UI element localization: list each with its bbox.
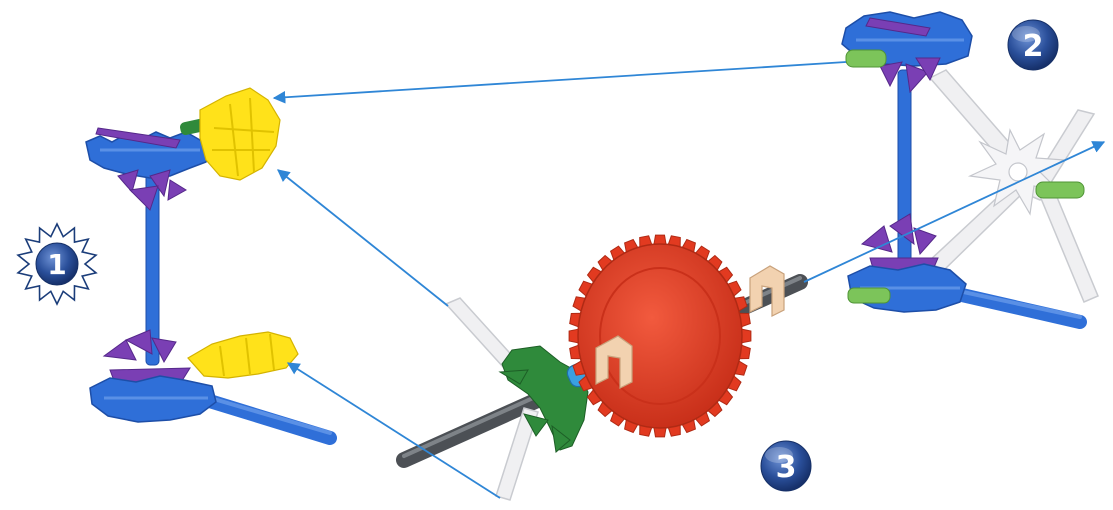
arrow-3-to-1-top <box>278 170 448 306</box>
blue-connector <box>90 376 216 422</box>
assembly-2 <box>842 12 1098 322</box>
step-number-3: 3 <box>776 450 797 485</box>
yellow-connector <box>200 88 280 180</box>
yellow-connector <box>188 332 298 378</box>
step-badge-2: 2 <box>1008 20 1058 70</box>
arrow-2-to-1 <box>274 62 846 98</box>
step-badge-1: 1 <box>18 224 96 304</box>
green-connector <box>500 346 588 452</box>
green-rod <box>1036 182 1084 198</box>
step-badge-3: 3 <box>761 441 811 491</box>
green-rod <box>848 288 890 303</box>
assembly-3 <box>404 235 800 500</box>
blue-rod <box>898 70 911 280</box>
green-rod <box>846 50 886 67</box>
step-number-2: 2 <box>1023 29 1044 64</box>
assembly-1 <box>86 88 330 438</box>
step-number-1: 1 <box>47 248 66 281</box>
red-gear <box>569 235 751 437</box>
